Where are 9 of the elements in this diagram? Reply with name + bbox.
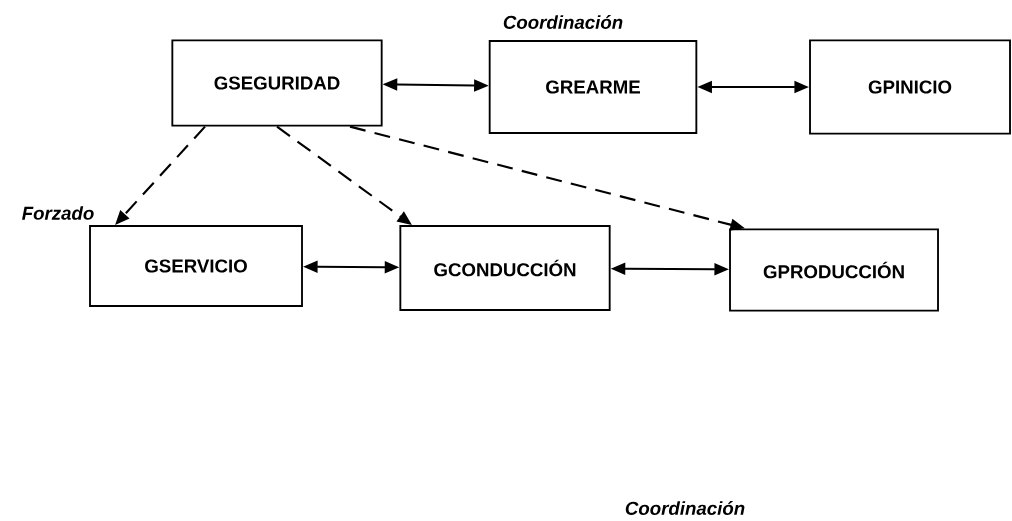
process-box: GPRODUCCIÓN bbox=[729, 228, 939, 312]
process-box: GPINICIO bbox=[809, 39, 1011, 135]
process-box: GSERVICIO bbox=[89, 225, 303, 307]
arrow bbox=[115, 125, 206, 225]
annotation-label: Forzado bbox=[22, 206, 94, 220]
process-box: GCONDUCCIÓN bbox=[399, 225, 611, 311]
process-box: GREARME bbox=[488, 40, 698, 134]
process-box: GSEGURIDAD bbox=[171, 39, 383, 127]
annotation-label: Coordinación bbox=[625, 501, 745, 515]
